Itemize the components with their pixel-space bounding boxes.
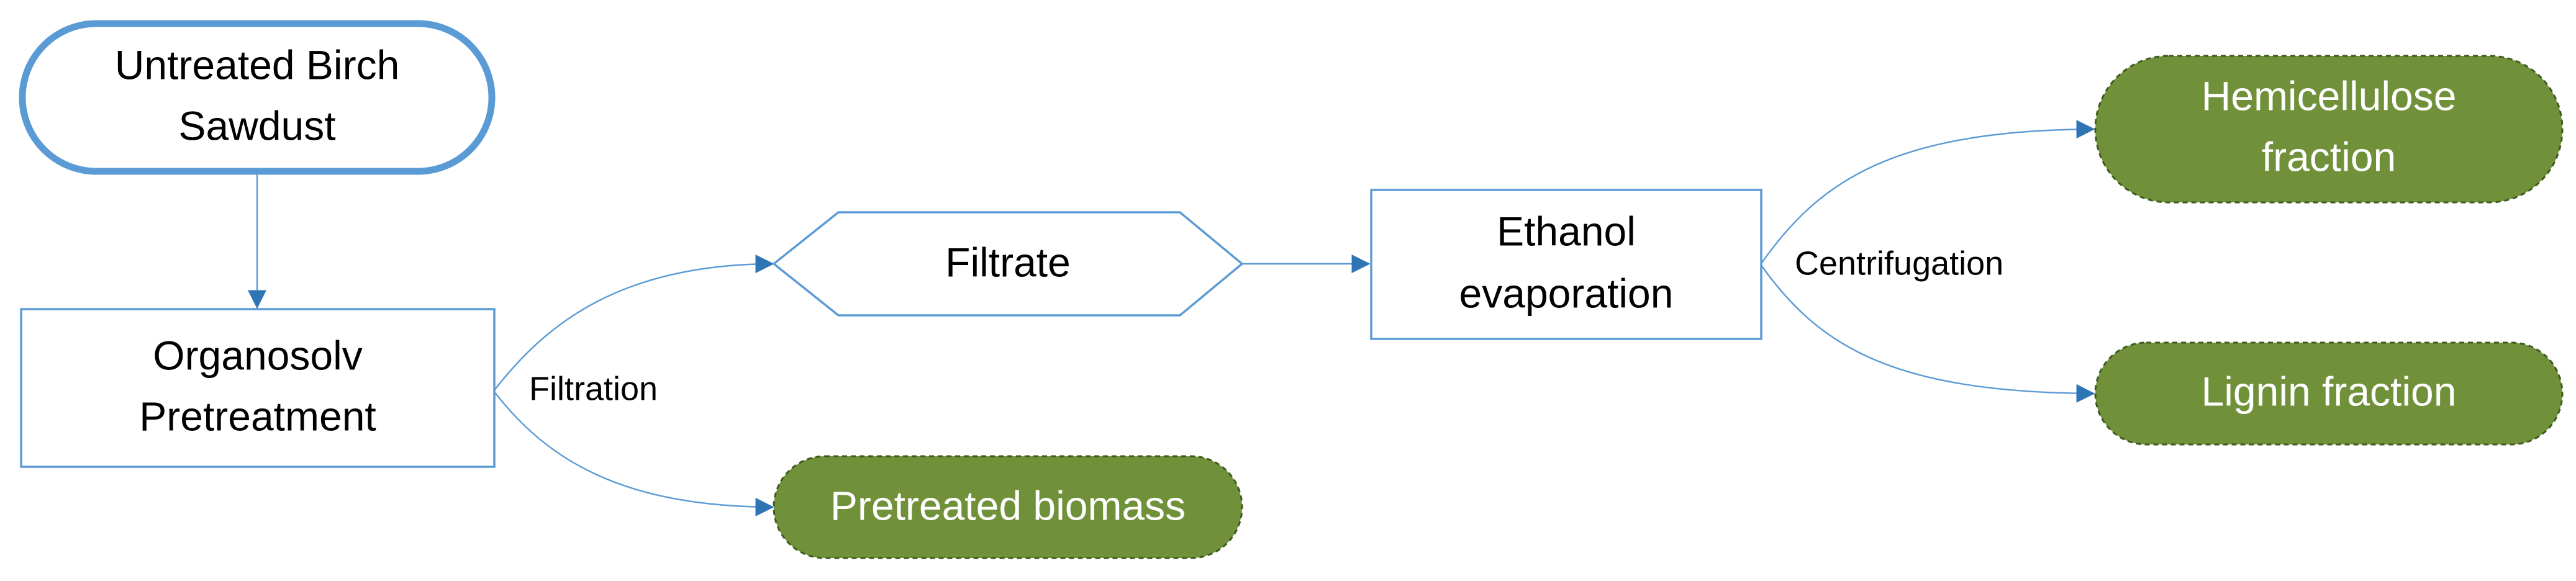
- start-label-line1: Untreated Birch: [115, 42, 400, 88]
- organosolv-label-line2: Pretreatment: [139, 393, 376, 439]
- hemicellulose-product-shape: [2094, 55, 2564, 204]
- edge-label-centrifugation: Centrifugation: [1795, 245, 2003, 282]
- connectors: [248, 120, 2095, 516]
- edge-label-filtration: Filtration: [529, 370, 658, 407]
- evaporation-label-line1: Ethanol: [1497, 208, 1636, 254]
- node-organosolv-pretreatment: Organosolv Pretreatment: [20, 308, 496, 468]
- lignin-product-shape: [2094, 341, 2564, 446]
- edge-organosolv-to-filtrate: [493, 254, 774, 392]
- node-filtrate: Filtrate: [772, 211, 1244, 317]
- start-label-line2: Sawdust: [178, 102, 335, 148]
- organosolv-process-box: [20, 308, 496, 468]
- hemicellulose-label-line2: fraction: [2262, 133, 2396, 179]
- edge-evaporation-to-hemicellulose: [1760, 120, 2095, 265]
- filtrate-hexagon-shape: [772, 211, 1244, 317]
- edge-evaporation-to-lignin: [1760, 264, 2095, 403]
- node-lignin-fraction: Lignin fraction: [2094, 341, 2564, 446]
- node-untreated-birch-sawdust: Untreated Birch Sawdust: [19, 20, 496, 175]
- biomass-label: Pretreated biomass: [830, 482, 1186, 528]
- start-terminator-shape: [19, 20, 496, 175]
- node-pretreated-biomass: Pretreated biomass: [773, 455, 1243, 559]
- node-ethanol-evaporation: Ethanol evaporation: [1370, 189, 1762, 340]
- hemicellulose-label-line1: Hemicellulose: [2202, 73, 2457, 119]
- edge-organosolv-to-biomass: [493, 390, 774, 516]
- node-hemicellulose-fraction: Hemicellulose fraction: [2094, 55, 2564, 204]
- evaporation-process-box: [1370, 189, 1762, 340]
- lignin-label: Lignin fraction: [2202, 368, 2457, 414]
- organosolv-label-line1: Organosolv: [153, 332, 363, 378]
- evaporation-label-line2: evaporation: [1459, 270, 1674, 316]
- filtrate-label: Filtrate: [945, 239, 1071, 285]
- biomass-product-shape: [773, 455, 1243, 559]
